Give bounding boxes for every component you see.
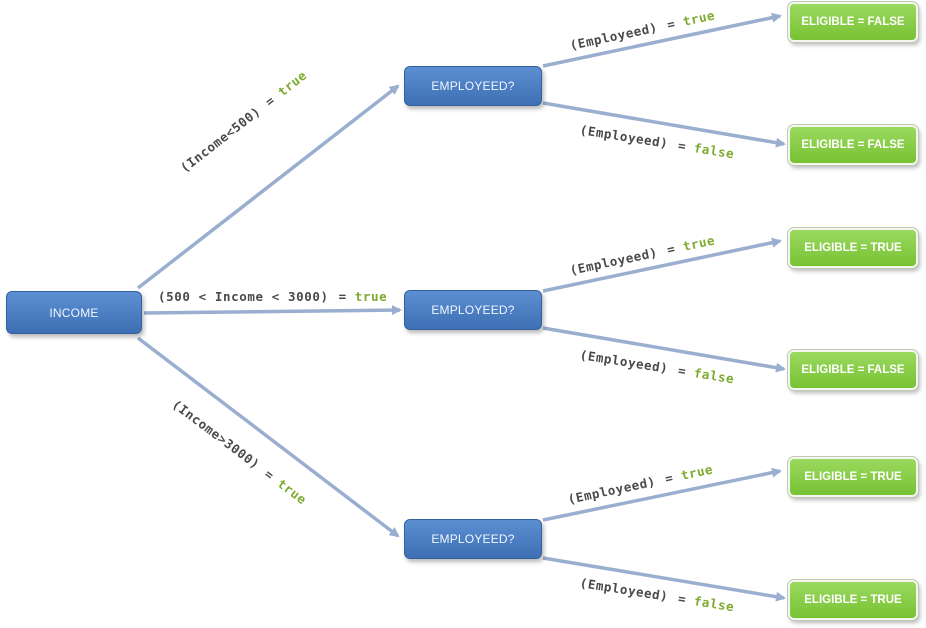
- connector-decision-3-to-leaf-6: [542, 556, 786, 602]
- eligible-leaf-label-5: ELIGIBLE = TRUE: [804, 471, 902, 483]
- edge-label-employed-2-true-equals: =: [665, 240, 677, 258]
- edge-label-income-mid-equals: =: [338, 289, 347, 304]
- eligible-leaf-2: ELIGIBLE = FALSE: [787, 124, 919, 166]
- eligible-leaf-label-6: ELIGIBLE = TRUE: [804, 594, 902, 606]
- edge-label-employed-1-false-equals: =: [676, 137, 688, 154]
- employed-decision-node-3: EMPLOYEED?: [404, 519, 542, 559]
- edge-label-employed-3-true-equals: =: [663, 469, 675, 487]
- eligible-leaf-5: ELIGIBLE = TRUE: [787, 456, 919, 498]
- eligible-leaf-label-2: ELIGIBLE = FALSE: [801, 139, 905, 151]
- edge-label-income-mid: (500 < Income < 3000) = true: [158, 289, 387, 304]
- eligible-leaf-label-1: ELIGIBLE = FALSE: [801, 16, 905, 28]
- eligible-leaf-3: ELIGIBLE = TRUE: [787, 227, 919, 269]
- connector-decision-2-to-leaf-3: [542, 237, 782, 293]
- connector-decision-1-to-leaf-1: [542, 12, 782, 68]
- connector-income-to-decision-2: [143, 305, 402, 316]
- connector-decision-1-to-leaf-2: [542, 101, 786, 148]
- employed-decision-label-2: EMPLOYEED?: [431, 303, 515, 317]
- eligible-leaf-4: ELIGIBLE = FALSE: [787, 349, 919, 391]
- edge-label-employed-3-false-equals: =: [676, 590, 688, 607]
- edge-label-income-mid-value: true: [354, 289, 388, 304]
- edge-label-income-high-equals: =: [261, 466, 278, 483]
- employed-decision-label-3: EMPLOYEED?: [431, 532, 515, 546]
- edge-label-employed-1-true-equals: =: [665, 15, 677, 33]
- connector-income-to-decision-3: [136, 336, 400, 538]
- eligible-leaf-1: ELIGIBLE = FALSE: [787, 1, 919, 43]
- edge-label-income-mid-condition: (500 < Income < 3000): [158, 289, 329, 304]
- eligible-leaf-label-3: ELIGIBLE = TRUE: [804, 242, 902, 254]
- employed-decision-label-1: EMPLOYEED?: [431, 79, 515, 93]
- income-node: INCOME: [6, 291, 142, 334]
- employed-decision-node-1: EMPLOYEED?: [404, 66, 542, 106]
- edge-label-employed-2-false-equals: =: [676, 362, 688, 379]
- eligible-leaf-6: ELIGIBLE = TRUE: [787, 579, 919, 621]
- connector-decision-3-to-leaf-5: [542, 467, 782, 522]
- employed-decision-node-2: EMPLOYEED?: [404, 290, 542, 330]
- eligible-leaf-label-4: ELIGIBLE = FALSE: [801, 364, 905, 376]
- connector-decision-2-to-leaf-4: [542, 326, 786, 373]
- income-node-label: INCOME: [49, 305, 99, 320]
- connector-income-to-decision-1: [136, 84, 400, 290]
